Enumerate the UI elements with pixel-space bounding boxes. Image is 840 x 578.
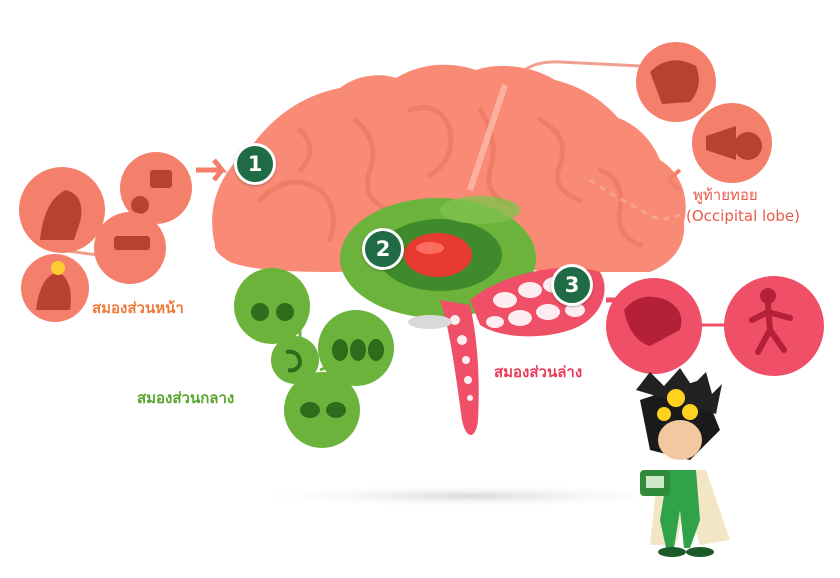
ground-shadow: [250, 484, 690, 508]
eye-movement-icon: [234, 268, 310, 344]
cerebrum: [212, 64, 686, 272]
occipital-label-english: (Occipital lobe): [686, 207, 800, 225]
forebrain-label: สมองส่วนหน้า: [92, 299, 184, 317]
occipital-label-thai: พูท้ายทอย: [693, 186, 758, 204]
cerebellum: [470, 267, 605, 337]
forebrain-icons: [19, 152, 228, 322]
hindbrain-icons: [606, 276, 824, 376]
thalamus: [404, 233, 472, 277]
hearing-ear-icon: [271, 336, 319, 384]
marker-1: 1: [234, 143, 276, 185]
hindbrain-label: สมองส่วนล่าง: [494, 363, 583, 381]
midbrain-label: สมองส่วนกลาง: [137, 389, 235, 407]
midbrain-icons: [234, 268, 394, 448]
watching-face-icon: [284, 372, 360, 448]
running-person-icon: [724, 276, 824, 376]
marker-2: 2: [362, 228, 404, 270]
marker-3: 3: [551, 264, 593, 306]
brainstem: [408, 300, 479, 435]
professor-mascot: [636, 368, 730, 557]
occipital-icons: [636, 42, 772, 192]
